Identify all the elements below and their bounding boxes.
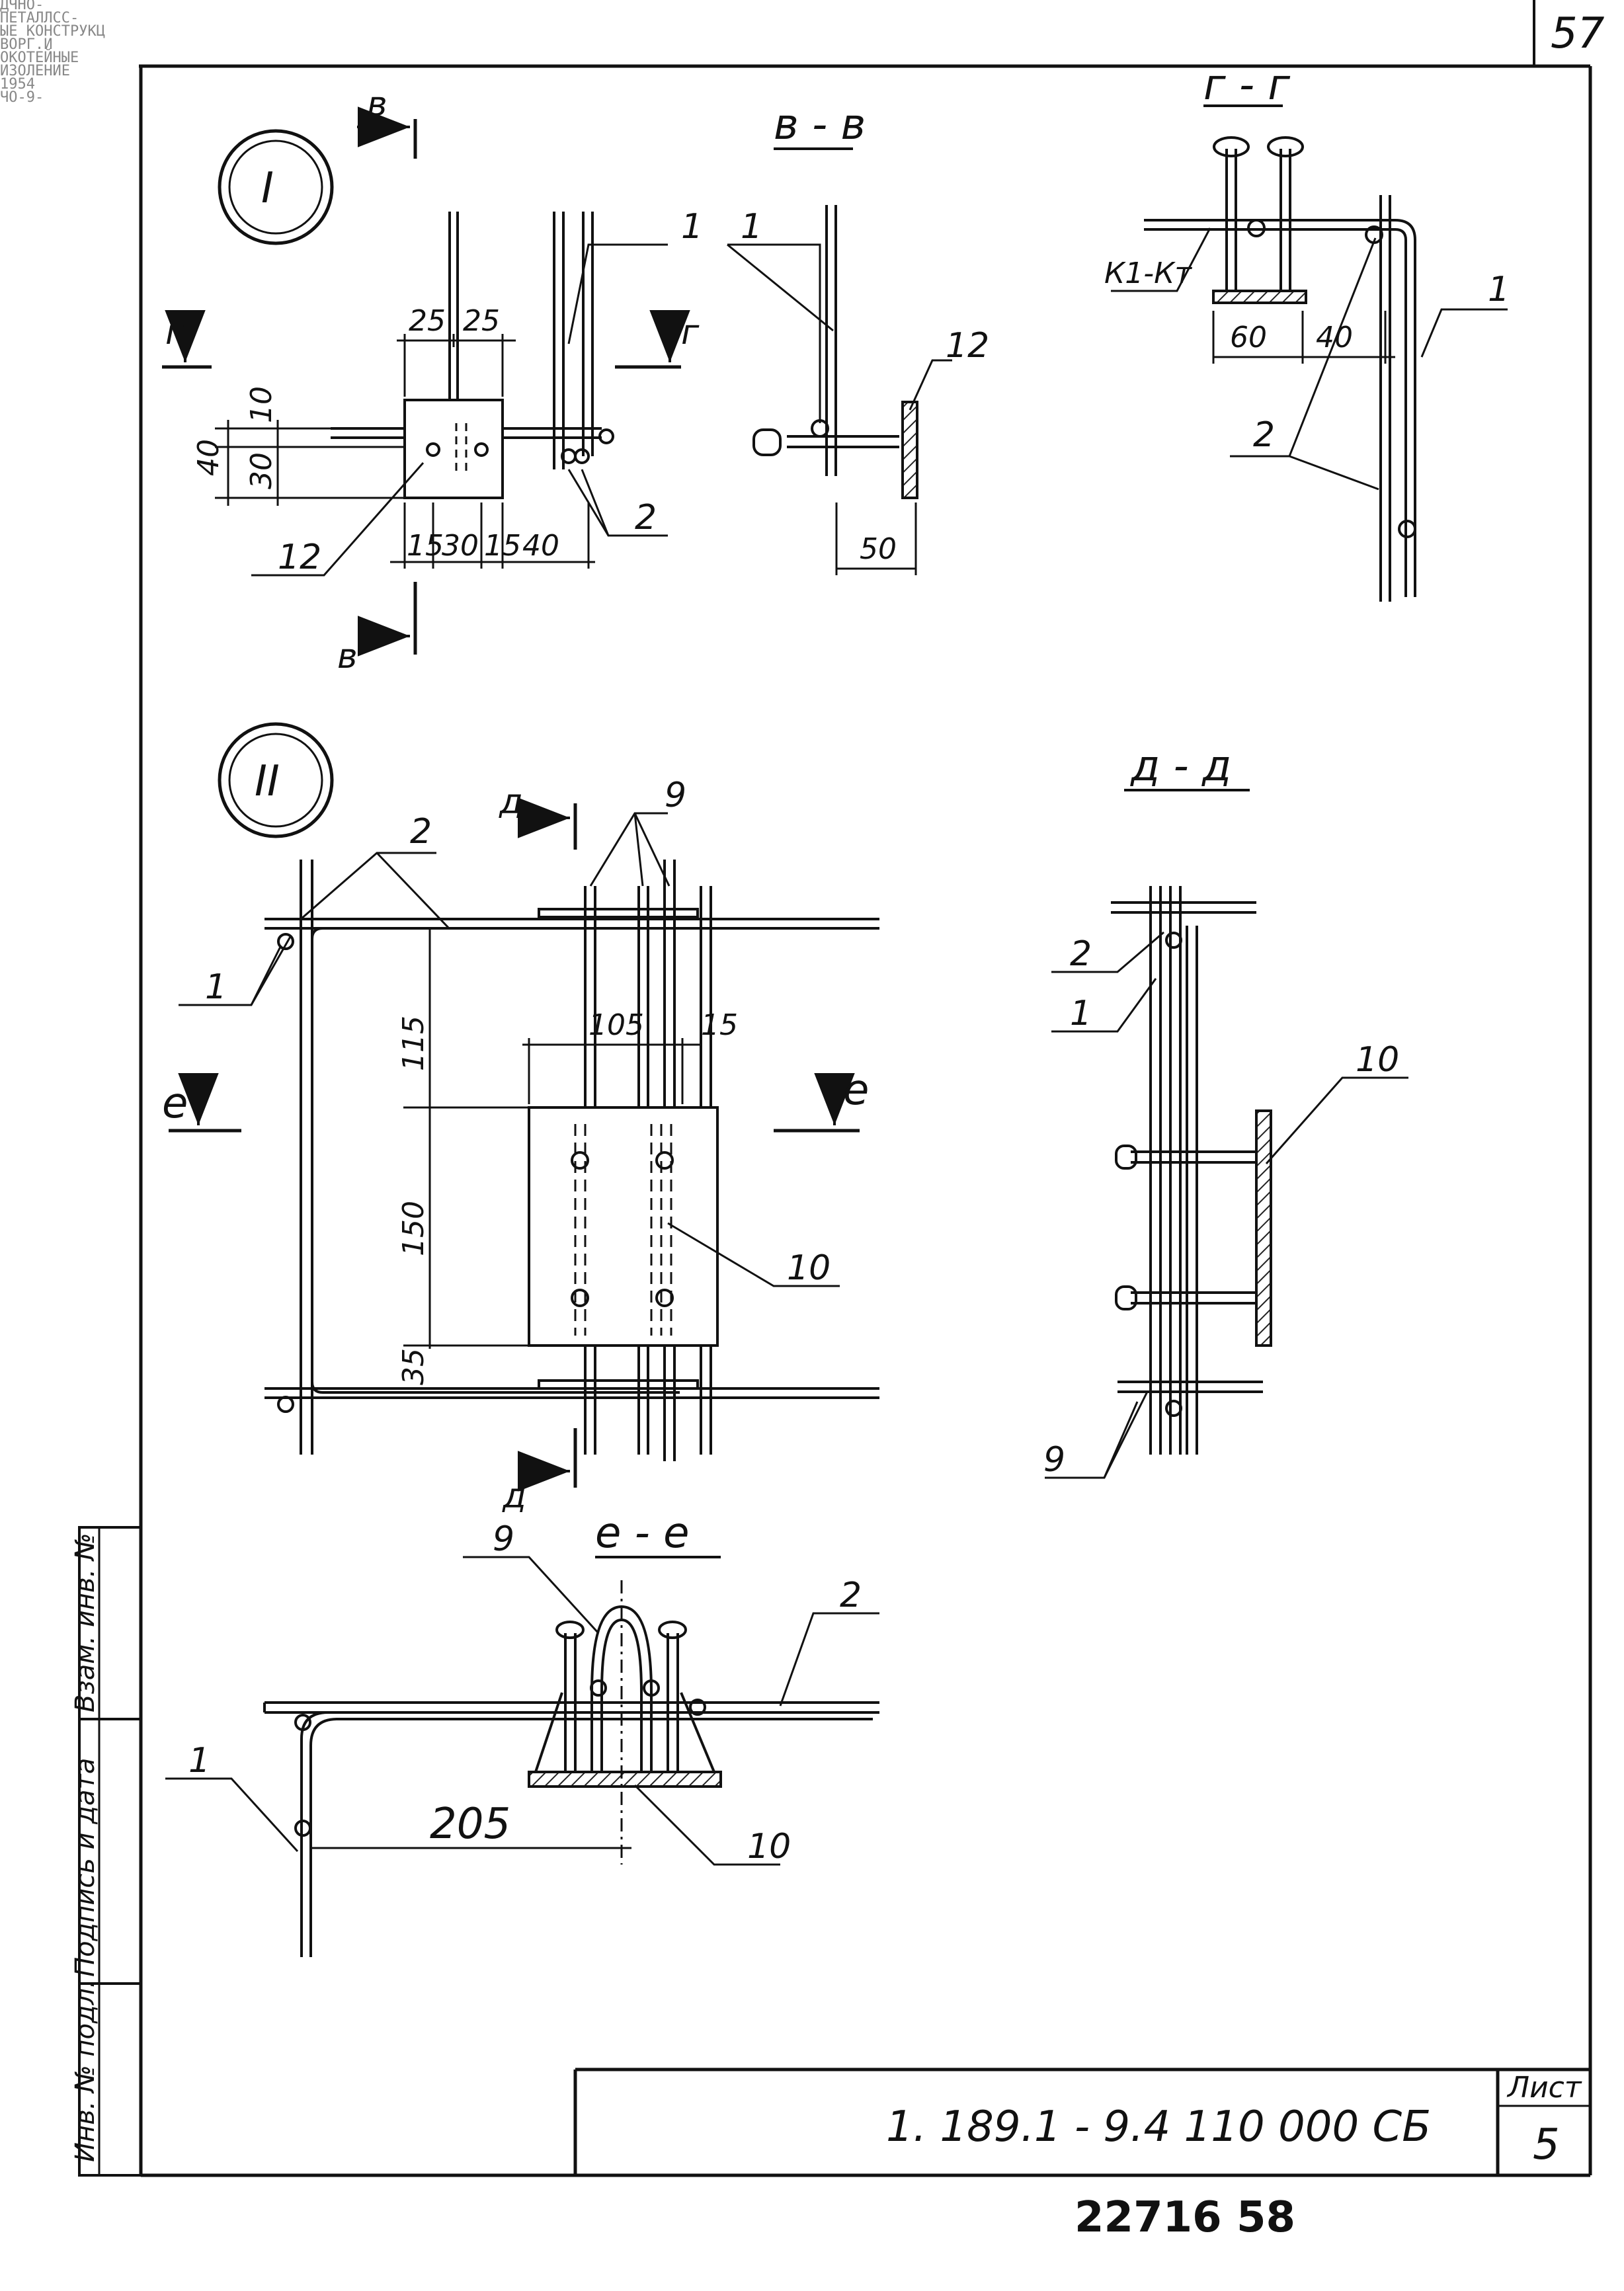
section-gg-dim-60: 60 <box>1230 321 1267 354</box>
node-2-dim-115: 115 <box>397 1016 430 1071</box>
node-1-dim-30: 30 <box>245 452 278 489</box>
side-inv-podl: Инв. № подл. <box>70 1980 101 2162</box>
section-ee-label-2: 2 <box>840 1576 862 1615</box>
node-1-label-1: 1 <box>681 207 703 247</box>
side-strip <box>78 1526 142 2177</box>
side-vzam-inv: Взам. инв. № <box>70 1533 101 1712</box>
title-sheet-label: Лист <box>1506 2071 1582 2105</box>
section-gg-label-1: 1 <box>1488 270 1510 309</box>
node-2-label-2: 2 <box>410 812 432 852</box>
node-1-label-12: 12 <box>278 538 321 577</box>
section-ee-label-10: 10 <box>747 1827 791 1867</box>
section-gg-dim-40: 40 <box>1316 321 1353 354</box>
section-vv <box>727 147 952 575</box>
node-marker-circle <box>218 722 334 838</box>
node-2-label-9: 9 <box>665 776 686 815</box>
stamp-line: ОКОТЕЙНЫЕ <box>0 49 79 66</box>
section-ee <box>165 1556 879 1957</box>
node-2-label-10: 10 <box>787 1248 831 1288</box>
node-marker-circle <box>218 129 334 245</box>
side-podpis-data: Подпись и дата <box>70 1758 101 1977</box>
node-1-dim-30b: 30 <box>442 529 479 563</box>
sheet-number-top: 57 <box>1551 9 1605 58</box>
node-1-dim-25b: 25 <box>463 304 500 338</box>
node-1-dim-40: 40 <box>192 439 225 476</box>
node-1-section-g-left: г <box>165 313 184 352</box>
section-vv-label-1: 1 <box>741 207 762 247</box>
section-dd-label-9: 9 <box>1043 1440 1065 1480</box>
node-1-marker: I <box>261 164 274 213</box>
section-gg-title: г - г <box>1203 61 1290 110</box>
stamp-line: ВОРГ.И <box>0 36 52 53</box>
section-ee-dim-205: 205 <box>430 1800 510 1849</box>
node-2-label-1: 1 <box>205 967 227 1007</box>
section-gg-k1kt: К1-Кт <box>1104 257 1192 290</box>
stamp-line: ЧО-9- <box>0 89 44 106</box>
section-ee-title: е - е <box>595 1509 690 1558</box>
node-1-dim-10: 10 <box>245 386 278 423</box>
section-vv-dim-50: 50 <box>860 532 897 566</box>
stamp-line: ЫЕ КОНСТРУКЦ <box>0 23 105 40</box>
stamp-line: 1954 <box>0 76 35 93</box>
title-block <box>573 2068 1590 2175</box>
section-vv-title: в - в <box>774 100 866 149</box>
section-dd-label-2: 2 <box>1070 934 1092 974</box>
stamp-line: ДЧНО- <box>0 0 44 13</box>
node-2-section-d-bottom: д <box>502 1476 526 1516</box>
section-vv-label-12: 12 <box>946 326 989 366</box>
node-1-dim-15a: 15 <box>407 529 444 563</box>
node-2-marker: II <box>255 757 280 806</box>
node-2-dim-105: 105 <box>589 1008 644 1042</box>
bottom-number: 22716 58 <box>1075 2193 1295 2242</box>
section-ee-label-1: 1 <box>188 1741 210 1781</box>
node-2-dim-15: 15 <box>701 1008 738 1042</box>
node-1-dim-15b: 15 <box>484 529 521 563</box>
node-1-view <box>162 106 690 657</box>
node-2-section-e-right: е <box>843 1066 869 1115</box>
section-dd-label-10: 10 <box>1356 1040 1399 1080</box>
node-2-section-e-left: е <box>162 1079 188 1128</box>
section-ee-label-9: 9 <box>493 1519 514 1559</box>
node-2-dim-150: 150 <box>397 1201 430 1256</box>
section-dd <box>1045 789 1408 1479</box>
node-1-section-v-bottom: в <box>337 637 358 676</box>
section-dd-title: д - д <box>1130 742 1231 791</box>
node-1-dim-25a: 25 <box>409 304 446 338</box>
title-code: 1. 189.1 - 9.4 110 000 СБ <box>886 2103 1431 2151</box>
archive-stamp: ДЧНО- ПЕТАЛЛСС- ЫЕ КОНСТРУКЦ ВОРГ.И ОКОТ… <box>0 0 105 106</box>
stamp-line: ПЕТАЛЛСС- <box>0 10 79 26</box>
section-gg <box>1111 104 1508 602</box>
node-1-section-v-top: в <box>367 85 387 124</box>
node-2-view <box>169 722 879 1492</box>
node-1-label-2: 2 <box>635 498 657 538</box>
stamp-line: ИЗОЛЕНИЕ <box>0 63 70 79</box>
node-2-section-d-top: д <box>499 782 523 822</box>
node-2-dim-35: 35 <box>397 1348 430 1385</box>
node-1-section-g-right: г <box>681 313 700 352</box>
node-1-dim-40b: 40 <box>522 529 559 563</box>
section-dd-label-1: 1 <box>1070 994 1092 1033</box>
title-sheet-value: 5 <box>1533 2120 1560 2169</box>
section-gg-label-2: 2 <box>1253 415 1275 455</box>
